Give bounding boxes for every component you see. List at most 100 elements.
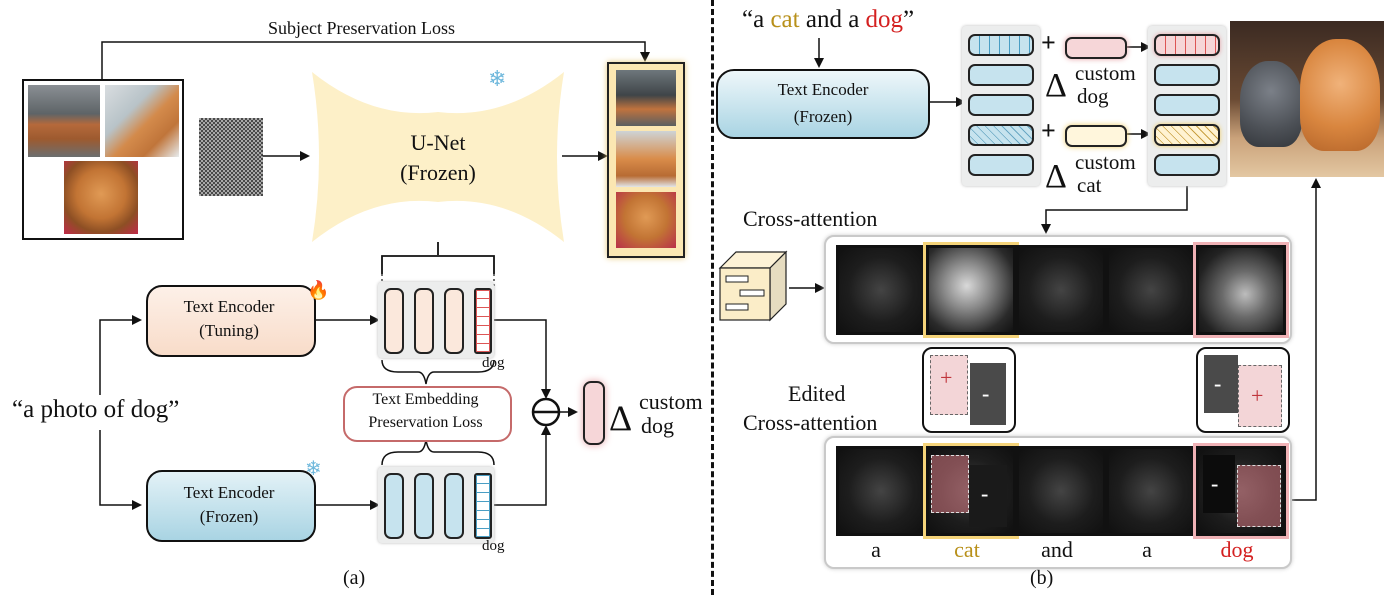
flame-icon: 🔥 xyxy=(307,280,330,300)
plus-icon: + xyxy=(1251,383,1264,408)
text-encoder-tuning-subtitle: (Tuning) xyxy=(199,321,259,340)
attention-map-a xyxy=(836,245,926,335)
delta-dog-symbol: Δ xyxy=(1045,67,1067,104)
plus-icon: + xyxy=(1041,28,1056,57)
embedding-token xyxy=(968,64,1034,86)
embedding-token xyxy=(968,94,1034,116)
generated-dog-3 xyxy=(616,192,676,248)
embedding-token xyxy=(444,288,464,354)
edited-attention-map-a xyxy=(836,446,926,536)
edited-attention-map-cat: - xyxy=(926,446,1016,536)
edited-cross-attention-maps: - - xyxy=(824,436,1292,569)
delta-cat-subscript: cat xyxy=(1077,173,1102,197)
plus-icon: + xyxy=(940,365,953,390)
embedding-token-cat xyxy=(968,124,1034,146)
delta-symbol: Δ xyxy=(609,398,633,438)
text-encoder-frozen-b-subtitle: (Frozen) xyxy=(793,107,853,126)
token-and: and xyxy=(1041,537,1073,562)
training-images-frame xyxy=(22,79,184,240)
embedding-token xyxy=(444,473,464,539)
edited-attention-map-dog: - xyxy=(1196,446,1286,536)
dog-photo-2 xyxy=(105,85,179,157)
dog-photo-3 xyxy=(64,161,138,234)
noise-image xyxy=(199,118,263,196)
prompt-text-b: “a cat and a dog” xyxy=(742,6,914,34)
cat-figure xyxy=(1240,61,1302,147)
text-encoder-frozen-title: Text Encoder xyxy=(183,483,275,502)
dog-token-embedding xyxy=(474,288,492,354)
original-embedding-column xyxy=(962,26,1040,186)
plus-region xyxy=(931,455,969,513)
embedding-token xyxy=(384,473,404,539)
text-encoder-frozen-subtitle: (Frozen) xyxy=(199,507,259,526)
delta-dog-superscript: custom xyxy=(1075,61,1136,85)
embedding-token xyxy=(1154,154,1220,176)
plus-region xyxy=(1238,365,1282,427)
tep-loss-line1: Text Embedding xyxy=(372,391,479,408)
edited-label-line1: Edited xyxy=(788,381,846,406)
subject-preservation-loss-label: Subject Preservation Loss xyxy=(268,18,455,38)
edited-attention-map-and xyxy=(1016,446,1106,536)
embedding-token xyxy=(1154,94,1220,116)
delta-superscript: custom xyxy=(639,389,703,414)
cross-attention-label: Cross-attention xyxy=(743,206,878,231)
prompt-text: “a photo of dog” xyxy=(12,396,180,423)
tep-loss-line2: Preservation Loss xyxy=(368,414,483,431)
delta-dog-embedding-b xyxy=(1065,37,1127,59)
caption-b: (b) xyxy=(1030,567,1054,589)
prompt-word-dog: dog xyxy=(865,6,904,33)
prompt-open: “a xyxy=(742,6,771,33)
token-cat: cat xyxy=(954,537,980,562)
prompt-mid: and a xyxy=(799,6,866,33)
minus-icon: - xyxy=(1214,371,1222,396)
unet-frozen-label: (Frozen) xyxy=(400,160,476,185)
unet-block xyxy=(312,72,564,242)
minus-region xyxy=(1203,455,1235,513)
text-encoder-frozen-b-title: Text Encoder xyxy=(777,80,869,99)
edited-embedding-column xyxy=(1148,26,1226,186)
plus-region xyxy=(930,355,968,415)
panel-b-connectors xyxy=(789,38,1321,501)
snowflake-icon: ❄ xyxy=(488,66,507,91)
token-label-dog: dog xyxy=(482,538,505,554)
prompt-close: ” xyxy=(903,6,915,33)
minus-icon: - xyxy=(981,481,989,506)
embedding-token xyxy=(384,288,404,354)
dog-photo-1 xyxy=(28,85,100,157)
snowflake-icon: ❄ xyxy=(305,458,322,480)
caption-a: (a) xyxy=(343,567,366,589)
tuned-embedding-group xyxy=(378,282,494,358)
embedding-token-a xyxy=(968,34,1034,56)
panel-divider xyxy=(711,0,714,595)
minus-icon: - xyxy=(1211,471,1219,496)
dog-edit-mask: - + xyxy=(1196,347,1290,433)
text-encoder-tuning xyxy=(146,285,316,357)
attention-map-cat xyxy=(926,245,1016,335)
edited-label-line2: Cross-attention xyxy=(743,410,878,435)
attention-map-and xyxy=(1016,245,1106,335)
delta-cat-superscript: custom xyxy=(1075,150,1136,174)
token-a2: a xyxy=(1142,537,1152,562)
delta-dog-embedding xyxy=(583,381,605,445)
token-a: a xyxy=(871,537,881,562)
minus-region xyxy=(970,363,1006,425)
generated-images-column xyxy=(607,62,685,258)
delta-cat-symbol: Δ xyxy=(1045,158,1067,195)
embedding-token-cat-edited xyxy=(1154,124,1220,146)
minus-region xyxy=(1204,355,1238,413)
text-encoder-frozen xyxy=(146,470,316,542)
query-cube-icon xyxy=(718,250,788,322)
delta-cat-embedding-b xyxy=(1065,125,1127,147)
plus-region xyxy=(1237,465,1281,527)
attention-map-dog xyxy=(1196,245,1286,335)
generated-dog-2 xyxy=(616,131,676,187)
delta-subscript: dog xyxy=(641,413,674,438)
text-encoder-tuning-title: Text Encoder xyxy=(183,297,275,316)
minus-icon: - xyxy=(982,381,990,406)
embedding-token xyxy=(414,473,434,539)
panel-a-connectors xyxy=(99,41,650,510)
prompt-word-cat: cat xyxy=(770,6,800,33)
delta-dog-subscript: dog xyxy=(1077,84,1109,108)
embedding-token xyxy=(968,154,1034,176)
cross-attention-maps xyxy=(824,235,1292,344)
